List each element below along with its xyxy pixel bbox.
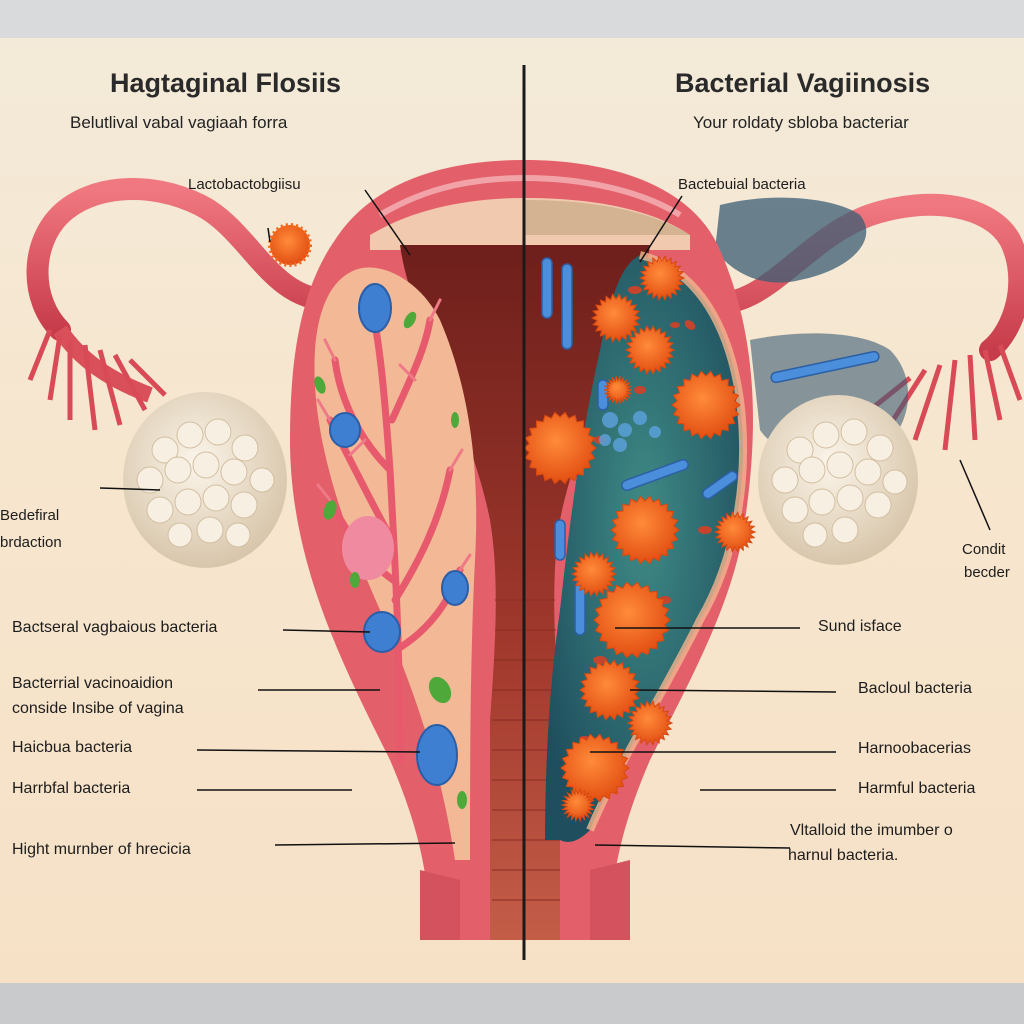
right-label: Bacloul bacteria xyxy=(858,680,972,697)
pink-cell-cluster xyxy=(342,516,394,580)
left-side-label-2: brdaction xyxy=(0,534,62,551)
leader-line xyxy=(196,749,421,753)
left-label: conside Insibe of vagina xyxy=(12,700,184,717)
right-callout-top: Bactebuial bacteria xyxy=(678,176,806,193)
left-label: Harrbfal bacteria xyxy=(12,780,131,797)
leader-line xyxy=(639,195,683,263)
left-label: Bacterrial vacinoaidion xyxy=(12,675,173,692)
left-title: Hagtaginal Flosiis xyxy=(110,68,342,98)
left-callout-top: Lactobactobgiisu xyxy=(188,176,301,193)
vaginal-wall-right xyxy=(590,860,630,940)
harmful-bacterium xyxy=(593,581,671,659)
left-fallopian-tube xyxy=(26,178,341,431)
leader-line xyxy=(594,844,791,849)
lactobacilli xyxy=(329,283,469,786)
leader-line xyxy=(629,689,837,693)
right-title: Bacterial Vagiinosis xyxy=(675,68,931,98)
right-side-label-1: Condit xyxy=(962,541,1006,558)
right-label: Vltalloid the imumber o xyxy=(790,822,953,839)
harmful-bacterium xyxy=(626,700,674,746)
harmful-bacterium xyxy=(603,375,633,405)
harmful-bacterium xyxy=(560,787,596,823)
right-label: harnul bacteria. xyxy=(788,847,899,864)
left-ovary xyxy=(123,392,287,568)
leader-line xyxy=(274,842,456,846)
harmful-bacterium xyxy=(579,659,641,721)
right-side-label-2: becder xyxy=(964,564,1010,581)
harmful-bacterium xyxy=(638,255,686,301)
harmful-bacterium xyxy=(560,733,630,803)
blue-cluster xyxy=(599,411,661,452)
leader-line xyxy=(282,629,371,633)
leader-line xyxy=(99,487,161,491)
right-subtitle: Your roldaty sbloba bacteriar xyxy=(693,113,909,132)
harmful-bacterium xyxy=(713,510,757,554)
lactobacillus-cluster-icon xyxy=(268,223,312,267)
leader-lines xyxy=(99,189,991,849)
panel-bottom-band xyxy=(0,983,1024,1024)
left-subtitle: Belutlival vabal vagiaah forra xyxy=(70,113,288,132)
right-label: Harmful bacteria xyxy=(858,780,976,797)
harmful-bacteria xyxy=(523,255,757,823)
left-fimbriae xyxy=(27,329,167,431)
vaginal-wall-left xyxy=(420,870,460,940)
biofilm-cloud xyxy=(715,197,867,283)
right-label: Sund isface xyxy=(818,618,902,635)
bacterial-rods xyxy=(541,257,880,636)
left-label: Bactseral vagbaious bacteria xyxy=(12,619,218,636)
left-label: Hight murnber of hrecicia xyxy=(12,841,191,858)
leader-line xyxy=(364,189,411,256)
cavity-ridges xyxy=(492,599,560,901)
harmful-bacterium xyxy=(671,370,741,440)
right-ovary xyxy=(758,395,918,565)
harmful-bacterium xyxy=(624,325,676,375)
harmful-bacterium xyxy=(570,551,618,597)
harmful-bacterium xyxy=(590,293,642,343)
vessel-branches xyxy=(316,298,472,572)
green-particles xyxy=(314,311,467,809)
left-label: Haicbua bacteria xyxy=(12,739,133,756)
leader-line xyxy=(959,459,991,531)
endometrium-top-infected xyxy=(525,200,690,235)
leader-line xyxy=(267,227,271,243)
right-label: Harnoobacerias xyxy=(858,740,971,757)
harmful-bacterium xyxy=(610,495,680,565)
left-side-label-1: Bedefiral xyxy=(0,507,60,524)
